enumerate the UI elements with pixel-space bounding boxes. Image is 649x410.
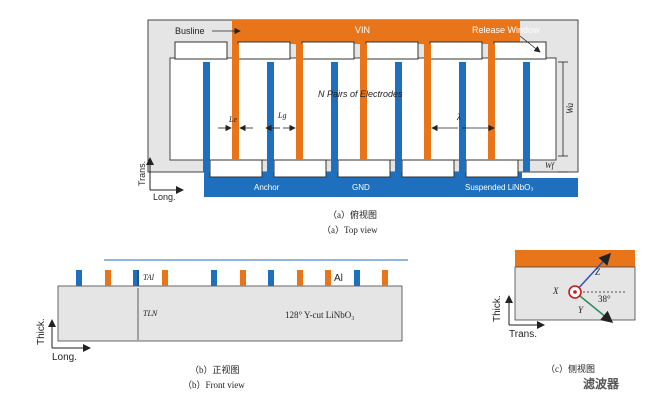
release-window-pointer — [519, 35, 541, 53]
suspended-label: Suspended LiNbO₃ — [465, 183, 534, 192]
caption-a-en: （a）Top view — [322, 225, 378, 235]
top-busline — [232, 20, 520, 44]
y-label: Y — [578, 305, 584, 315]
front-view: TAl Al TLN 128° Y-cut LiNbO₃ Thick. Long… — [36, 259, 408, 390]
side-axis-trans-label: Trans. — [509, 329, 537, 340]
z-label: Z — [595, 267, 601, 277]
lambda-label: λ — [456, 112, 461, 122]
release-window-label: Release Window — [472, 25, 540, 35]
top-view: Busline VIN Release Window N Pairs of El… — [137, 19, 579, 235]
le-label: Le — [228, 115, 237, 124]
tln-label: TLN — [143, 309, 158, 318]
caption-a-cn: （a）俯视图 — [328, 209, 377, 220]
substrate-label: 128° Y-cut LiNbO₃ — [285, 310, 354, 320]
bottom-busline-tail — [520, 178, 578, 197]
busline-label: Busline — [175, 26, 205, 36]
front-electrodes — [76, 270, 388, 286]
al-label: Al — [334, 273, 343, 284]
axis-long-label: Long. — [153, 192, 176, 202]
tal-label: TAl — [143, 273, 155, 282]
pairs-label: N Pairs of Electrodes — [318, 89, 403, 99]
watermark: 滤波器 — [583, 376, 620, 391]
linbo3-substrate — [57, 285, 403, 342]
vin-label: VIN — [355, 25, 370, 35]
x-label: X — [552, 286, 559, 296]
side-view: Z X Y 38° Thick. Trans. （c）侧视图 滤波器 — [492, 250, 636, 391]
angle-label: 38° — [598, 294, 611, 304]
caption-c-cn: （c）侧视图 — [546, 363, 595, 374]
wf-label: Wf — [545, 161, 556, 170]
front-axis-thick-label: Thick. — [36, 318, 47, 345]
lg-label: Lg — [277, 111, 286, 120]
blue-electrodes — [203, 62, 530, 172]
anchor-label: Anchor — [254, 183, 280, 192]
z-axis — [574, 252, 612, 293]
axis-trans-label: Trans. — [137, 161, 147, 186]
wa-label: Wa — [565, 102, 575, 114]
y-axis — [574, 291, 614, 323]
bottom-anchor-windows — [209, 159, 519, 178]
caption-b-cn: （b）正视图 — [190, 364, 240, 375]
front-axis-long-label: Long. — [52, 352, 77, 363]
caption-b-en: （b）Front view — [183, 380, 245, 390]
side-axis-thick-label: Thick. — [492, 295, 503, 322]
top-anchor-windows — [174, 41, 547, 60]
gnd-label: GND — [352, 183, 370, 192]
orange-electrodes — [232, 44, 495, 160]
side-electrode — [515, 250, 635, 267]
